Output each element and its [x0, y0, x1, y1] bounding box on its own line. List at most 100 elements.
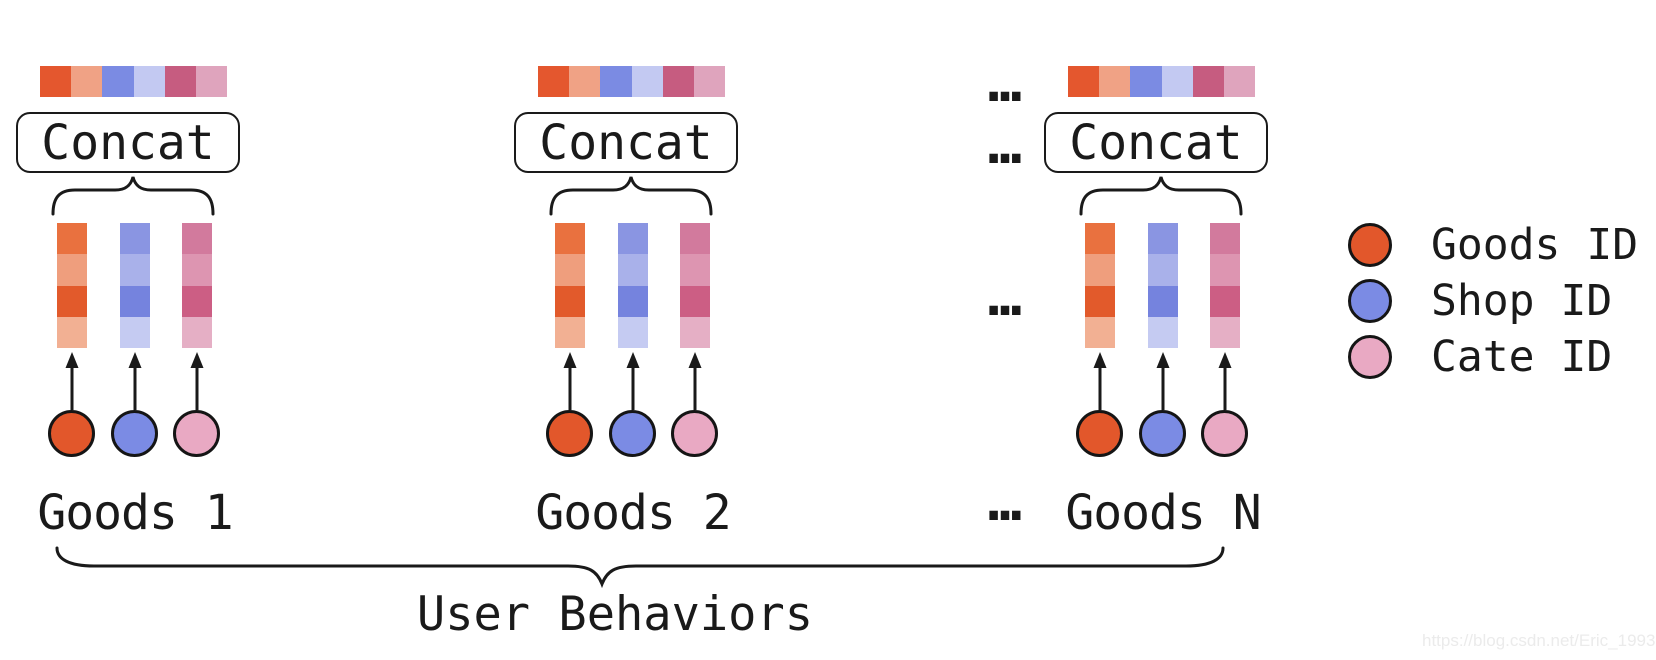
embedding-segment	[1085, 223, 1115, 255]
embedding-segment	[1130, 66, 1162, 97]
concatenated-embedding-bar	[538, 66, 726, 97]
embedding-segment	[120, 223, 150, 255]
embedding-segment	[57, 254, 87, 286]
embedding-segment	[1148, 223, 1178, 255]
legend-row-shop-id: Shop ID	[1348, 277, 1612, 325]
cate-embedding-column	[680, 223, 710, 348]
concat-label: Concat	[1069, 114, 1243, 171]
ellipsis-top-bar-level: ...	[978, 54, 1032, 114]
ellipsis-label-level: ...	[978, 473, 1032, 533]
embedding-arrows	[65, 352, 204, 410]
embedding-segment	[555, 285, 585, 317]
concatenated-embedding-bar	[1068, 66, 1256, 97]
watermark: https://blog.csdn.net/Eric_1993	[1422, 631, 1656, 650]
embedding-segment	[182, 223, 212, 255]
cate-id-node	[173, 410, 220, 457]
cate-embedding-column	[182, 223, 212, 348]
shop-embedding-column	[618, 223, 648, 348]
embedding-segment	[182, 316, 212, 348]
cate-id-legend-swatch	[1348, 335, 1392, 379]
shop-id-node	[609, 410, 656, 457]
embedding-segment	[1085, 316, 1115, 348]
embedding-segment	[71, 66, 103, 97]
ellipsis-concat-level: ...	[978, 116, 1032, 176]
embedding-segment	[182, 285, 212, 317]
embedding-segment	[680, 254, 710, 286]
shop-id-legend-swatch	[1348, 279, 1392, 323]
embedding-segment	[618, 223, 648, 255]
embedding-segment	[1161, 66, 1193, 97]
embedding-segment	[1223, 66, 1256, 97]
goods-embedding-column	[57, 223, 87, 348]
embedding-segment	[618, 254, 648, 286]
concat-label: Concat	[539, 114, 713, 171]
embedding-segment	[120, 316, 150, 348]
embedding-segment	[57, 223, 87, 255]
embedding-arrows	[563, 352, 702, 410]
cate-id-node	[671, 410, 718, 457]
cate-embedding-column	[1210, 223, 1240, 348]
user-behaviors-brace	[55, 546, 1225, 589]
legend-label: Goods ID	[1431, 219, 1639, 270]
embedding-segment	[1148, 254, 1178, 286]
embedding-segment	[1085, 285, 1115, 317]
embedding-segment	[538, 66, 570, 97]
embedding-segment	[133, 66, 165, 97]
embedding-segment	[680, 316, 710, 348]
legend-label: Cate ID	[1431, 331, 1613, 382]
embedding-segment	[1148, 316, 1178, 348]
embedding-segment	[195, 66, 228, 97]
embedding-segment	[1085, 254, 1115, 286]
embedding-segment	[120, 254, 150, 286]
embedding-segment	[120, 285, 150, 317]
embedding-segment	[555, 254, 585, 286]
goods-id-node	[546, 410, 593, 457]
embedding-segment	[102, 66, 134, 97]
embedding-segment	[618, 285, 648, 317]
goods-id-node	[1076, 410, 1123, 457]
user-behaviors-label: User Behaviors	[416, 587, 814, 642]
goods-embedding-column	[1085, 223, 1115, 348]
embedding-segment	[1148, 285, 1178, 317]
embedding-segment	[569, 66, 601, 97]
embedding-segment	[57, 285, 87, 317]
embedding-segment	[618, 316, 648, 348]
concat-brace	[1079, 176, 1243, 216]
concat-box: Concat	[514, 112, 738, 173]
concat-box: Concat	[1044, 112, 1268, 173]
embedding-segment	[555, 223, 585, 255]
concat-brace	[51, 176, 215, 216]
concat-label: Concat	[41, 114, 215, 171]
group-label: Goods 2	[535, 485, 731, 541]
group-label: Goods 1	[37, 485, 233, 541]
legend-row-goods-id: Goods ID	[1348, 221, 1638, 269]
cate-id-node	[1201, 410, 1248, 457]
embedding-segment	[680, 223, 710, 255]
goods-id-node	[48, 410, 95, 457]
concat-box: Concat	[16, 112, 240, 173]
embedding-segment	[631, 66, 663, 97]
goods-embedding-column	[555, 223, 585, 348]
embedding-segment	[1192, 66, 1224, 97]
goods-id-legend-swatch	[1348, 223, 1392, 267]
ellipsis-column-level: ...	[978, 268, 1032, 328]
embedding-segment	[693, 66, 726, 97]
embedding-segment	[555, 316, 585, 348]
embedding-segment	[1210, 223, 1240, 255]
goods-group-1: Concat Goods 1	[0, 0, 270, 660]
shop-id-node	[111, 410, 158, 457]
goods-group-2: Concat Goods 2	[498, 0, 768, 660]
embedding-segment	[1099, 66, 1131, 97]
shop-embedding-column	[1148, 223, 1178, 348]
shop-embedding-column	[120, 223, 150, 348]
embedding-segment	[164, 66, 196, 97]
embedding-segment	[57, 316, 87, 348]
embedding-segment	[40, 66, 72, 97]
embedding-segment	[1210, 254, 1240, 286]
embedding-segment	[182, 254, 212, 286]
group-label: Goods N	[1065, 485, 1261, 541]
embedding-segment	[680, 285, 710, 317]
legend-row-cate-id: Cate ID	[1348, 333, 1612, 381]
concatenated-embedding-bar	[40, 66, 228, 97]
